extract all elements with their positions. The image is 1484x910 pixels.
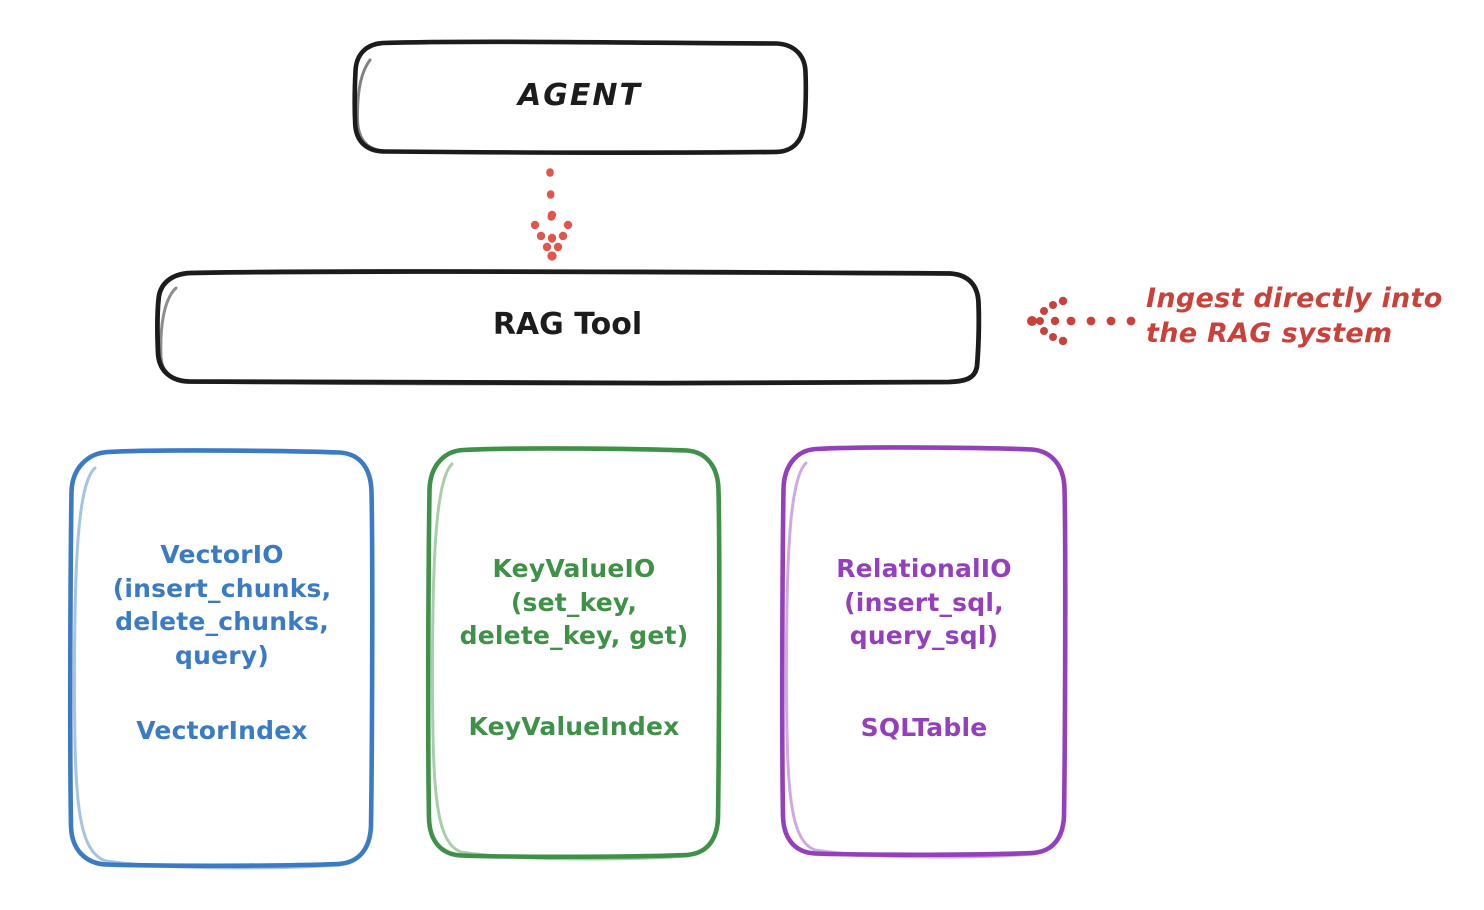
rag-tool-box-overdraw xyxy=(159,286,952,386)
connector-agent-to-rag-tool xyxy=(530,168,573,261)
rag-tool-box-outline xyxy=(155,269,982,386)
node-relational-io[interactable] xyxy=(779,445,1068,859)
key-value-io-box-overdraw xyxy=(430,462,690,861)
ingest-annotation-label: Ingest directly into the RAG system xyxy=(1146,283,1443,350)
vector-io-box-overdraw xyxy=(72,466,342,870)
agent-box-outline xyxy=(352,39,809,156)
key-value-io-subtitle: KeyValueIndex xyxy=(468,712,680,741)
vector-io-subtitle: VectorIndex xyxy=(136,716,308,745)
vector-io-title: VectorIO (insert_chunks, delete_chunks, … xyxy=(112,540,332,670)
node-vector-io[interactable] xyxy=(67,448,375,870)
relational-io-box-outline xyxy=(779,445,1068,858)
connector-ingest-to-rag-tool xyxy=(1027,296,1136,346)
key-value-io-box-outline xyxy=(425,446,722,860)
relational-io-title: RelationalIO (insert_sql, query_sql) xyxy=(836,554,1012,650)
key-value-io-title: KeyValueIO (set_key, delete_key, get) xyxy=(459,554,689,650)
relational-io-box-overdraw xyxy=(784,461,1036,859)
node-key-value-io[interactable] xyxy=(425,446,722,861)
agent-box-outline-overdraw xyxy=(355,58,780,154)
vector-io-box-outline xyxy=(67,448,375,869)
relational-io-subtitle: SQLTable xyxy=(860,713,988,742)
node-agent[interactable] xyxy=(352,39,809,156)
connector-agent-to-rag-line xyxy=(546,168,556,244)
node-rag-tool[interactable] xyxy=(155,269,982,386)
connector-agent-to-rag-arrowhead xyxy=(530,210,573,261)
